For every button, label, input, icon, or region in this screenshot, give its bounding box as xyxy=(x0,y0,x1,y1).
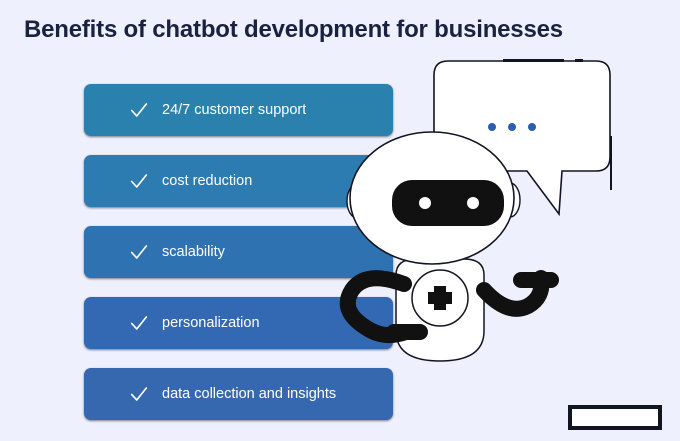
plus-icon xyxy=(428,286,452,310)
benefit-item-5[interactable]: data collection and insights xyxy=(84,368,393,420)
robot-body xyxy=(395,258,485,362)
check-icon xyxy=(130,387,148,401)
robot-chest-button xyxy=(411,269,469,327)
typing-dot xyxy=(528,123,536,131)
robot-right-arm xyxy=(476,270,559,317)
benefit-item-2[interactable]: cost reduction xyxy=(84,155,393,207)
check-icon xyxy=(130,174,148,188)
check-icon xyxy=(130,103,148,117)
benefit-item-1[interactable]: 24/7 customer support xyxy=(84,84,393,136)
robot-right-ear xyxy=(499,182,521,218)
benefit-label: cost reduction xyxy=(162,173,253,189)
benefits-list: 24/7 customer support cost reduction sca… xyxy=(84,84,393,439)
robot-eye-right xyxy=(467,197,479,209)
decor-dash-long xyxy=(503,59,564,62)
check-icon xyxy=(130,316,148,330)
decor-vertical-line xyxy=(610,136,612,190)
benefit-label: scalability xyxy=(162,244,225,260)
decor-dash-short xyxy=(575,59,583,62)
benefit-item-4[interactable]: personalization xyxy=(84,297,393,349)
typing-dot xyxy=(488,123,496,131)
page-title: Benefits of chatbot development for busi… xyxy=(24,16,563,43)
robot-eye-left xyxy=(419,197,431,209)
typing-dot xyxy=(508,123,516,131)
benefit-label: data collection and insights xyxy=(162,386,337,402)
benefit-item-3[interactable]: scalability xyxy=(84,226,393,278)
benefit-label: personalization xyxy=(162,315,260,331)
robot-visor xyxy=(392,180,504,226)
decor-outlined-box xyxy=(568,405,662,430)
check-icon xyxy=(130,245,148,259)
benefit-label: 24/7 customer support xyxy=(162,102,307,118)
speech-bubble xyxy=(433,60,611,217)
